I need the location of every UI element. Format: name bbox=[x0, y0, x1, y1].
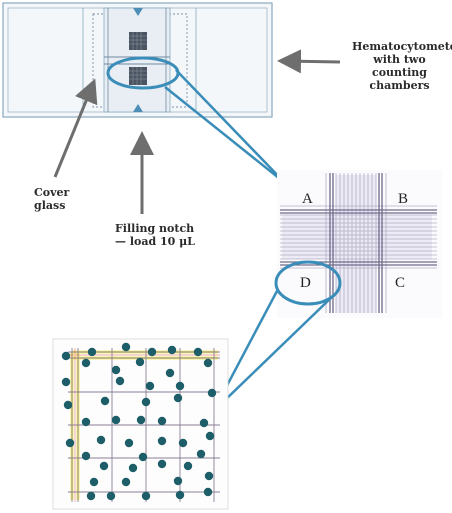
counting-grid: A B C D bbox=[277, 170, 442, 318]
hemocytometer-label-line2: with two bbox=[373, 53, 426, 66]
cover-glass-label-line2: glass bbox=[34, 199, 66, 212]
cell-dot bbox=[193, 347, 203, 357]
cell-dot bbox=[121, 342, 131, 352]
cell-dot bbox=[100, 396, 110, 406]
filling-notch-label-line1: Filling notch bbox=[115, 222, 195, 235]
filling-notch-bottom bbox=[133, 104, 143, 112]
quadrant-a-label: A bbox=[302, 191, 313, 207]
cell-dot bbox=[89, 477, 99, 487]
cell-dot bbox=[61, 351, 71, 361]
cell-dot bbox=[207, 388, 217, 398]
cell-dot bbox=[145, 381, 155, 391]
cell-dot bbox=[178, 438, 188, 448]
cell-dot bbox=[147, 347, 157, 357]
chamber-callout bbox=[106, 56, 286, 184]
cell-dot bbox=[81, 358, 91, 368]
cell-dot bbox=[175, 381, 185, 391]
hemocytometer-label-line3: counting chambers bbox=[369, 66, 430, 92]
cell-dot bbox=[165, 368, 175, 378]
filling-notch-top bbox=[133, 8, 143, 16]
cell-dot bbox=[157, 416, 167, 426]
hemocytometer-label: Hematocytomete with two counting chamber… bbox=[352, 40, 452, 92]
quadrant-c-label: C bbox=[395, 275, 405, 291]
cell-dot bbox=[203, 487, 213, 497]
cell-dot bbox=[61, 377, 71, 387]
cell-dot bbox=[65, 438, 75, 448]
cell-dot bbox=[81, 417, 91, 427]
quadrant-b-label: B bbox=[398, 191, 408, 207]
filling-notch-label-line2: — load 10 μL bbox=[115, 235, 195, 248]
cell-dot bbox=[205, 431, 215, 441]
cell-dot bbox=[106, 491, 116, 501]
cell-dot bbox=[124, 438, 134, 448]
cell-dot bbox=[135, 357, 145, 367]
quadrant-d-label: D bbox=[300, 275, 311, 291]
cell-dot bbox=[173, 476, 183, 486]
cell-dot bbox=[196, 449, 206, 459]
cell-dot bbox=[141, 491, 151, 501]
cell-dot bbox=[99, 461, 109, 471]
cell-dot bbox=[199, 418, 209, 428]
filling-notch-label: Filling notch — load 10 μL bbox=[115, 222, 195, 248]
cell-dot bbox=[128, 463, 138, 473]
cell-dot bbox=[86, 491, 96, 501]
cell-dot bbox=[157, 459, 167, 469]
cell-dot bbox=[141, 397, 151, 407]
hemocytometer-label-line1: Hematocytomete bbox=[352, 40, 452, 53]
cover-glass-arrow bbox=[53, 78, 98, 178]
counting-chamber-bottom bbox=[129, 67, 147, 85]
cell-dot bbox=[111, 415, 121, 425]
cell-dot bbox=[96, 435, 106, 445]
cover-glass-label-line1: Cover bbox=[34, 186, 70, 199]
zoomed-quadrant bbox=[52, 338, 229, 510]
cell-dot bbox=[115, 376, 125, 386]
cell-dot bbox=[173, 393, 183, 403]
cell-dot bbox=[175, 490, 185, 500]
cell-dot bbox=[136, 415, 146, 425]
cell-dot bbox=[157, 436, 167, 446]
cell-dot bbox=[203, 358, 213, 368]
cell-dot bbox=[167, 345, 177, 355]
cell-dot bbox=[121, 477, 131, 487]
cover-glass-label: Cover glass bbox=[34, 186, 69, 212]
cell-dot bbox=[87, 347, 97, 357]
hemocytometer-slide bbox=[2, 2, 273, 118]
cell-dot bbox=[138, 452, 148, 462]
cell-dot bbox=[183, 461, 193, 471]
pointer-arrows bbox=[53, 49, 341, 214]
hemocytometer-arrow bbox=[277, 49, 341, 74]
counting-chamber-top bbox=[129, 32, 147, 50]
cell-dot bbox=[111, 365, 121, 375]
cell-dot bbox=[204, 471, 214, 481]
cell-dot bbox=[81, 451, 91, 461]
cell-dot bbox=[63, 400, 73, 410]
